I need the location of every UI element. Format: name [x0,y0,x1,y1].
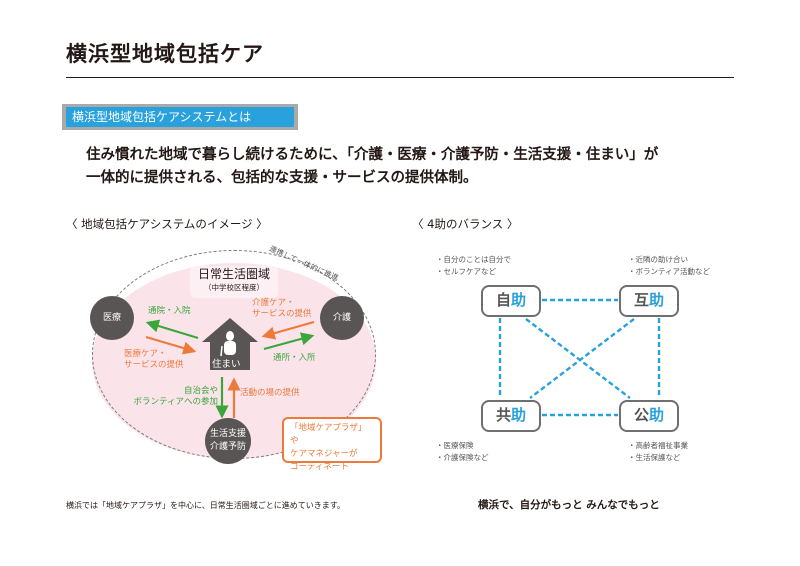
page-title: 横浜型地域包括ケア [66,42,264,66]
label-visit-hospital: 通院・入院 [148,306,191,316]
node-care: 介護 [320,296,364,340]
box-co-suffix: 助 [511,406,527,424]
label-commute: 通所・入所 [273,353,316,363]
note-self-1: ・自分のことは自分で [436,255,511,264]
intro-text: 住み慣れた地域で暮らし続けるために、「介護・医療・介護予防・生活支援・住まい」が… [86,144,658,190]
label-medical-care-2: サービスの提供 [124,360,184,370]
node-support-label-2: 介護予防 [209,442,246,452]
coordinator-box: 「地域ケアプラザ」や ケアマネジャーが コーディネート [282,417,382,472]
box-mutual-help: 互助 [619,285,679,317]
notes-self: ・自分のことは自分で ・セルフケアなど [436,254,511,278]
box-public-suffix: 助 [649,406,665,424]
left-section-title: 〈 地域包括ケアシステムのイメージ 〉 [66,217,268,231]
label-care-service-2: サービスの提供 [252,309,312,319]
note-co-1: ・医療保険 [436,441,474,450]
connector-self-public [525,318,631,399]
left-caption: 横浜では「地域ケアプラザ」を中心に、日常生活圏域ごとに進めていきます。 [66,501,345,510]
box-co-help: 共助 [481,400,541,432]
box-public-prefix: 公 [633,406,649,424]
box-self-prefix: 自 [495,291,511,309]
arrow-care-service [261,320,315,340]
arrow-commute [263,332,315,351]
notes-mutual: ・近隣の助け合い ・ボランティア活動など [628,254,710,278]
note-self-2: ・セルフケアなど [436,267,496,276]
intro-line-1: 住み慣れた地域で暮らし続けるために、「介護・医療・介護予防・生活支援・住まい」が [86,147,659,163]
coordinator-line-3: コーディネート [290,462,349,472]
node-medical: 医療 [90,296,134,340]
box-public-help: 公助 [619,400,679,432]
right-section-title: 〈 4助のバランス 〉 [412,217,519,231]
label-care-service: 介護ケア・ サービスの提供 [252,298,312,320]
area-label-box: 日常生活圏域 （中学校区程度） [190,266,278,298]
label-community: 自治会や ボランティアへの参加 [128,386,219,408]
label-care-service-1: 介護ケア・ [252,298,295,308]
note-mutual-1: ・近隣の助け合い [628,255,688,264]
note-public-1: ・高齢者福祉事業 [628,441,688,450]
notes-co: ・医療保険 ・介護保険など [436,440,489,464]
label-community-1: 自治会や [183,386,218,396]
node-support-label-1: 生活支援 [209,429,246,439]
box-co-prefix: 共 [495,406,511,424]
home-house-icon [202,318,258,370]
arrow-visit-hospital [145,319,199,340]
box-mutual-suffix: 助 [649,291,665,309]
node-care-label: 介護 [332,312,351,323]
area-title: 日常生活圏域 [197,267,270,281]
label-medical-care-1: 医療ケア・ [124,349,167,359]
right-caption: 横浜で、自分がもっと みんなでもっと [478,499,660,511]
section-badge: 横浜型地域包括ケアシステムとは [66,107,294,127]
title-divider [66,77,734,78]
note-mutual-2: ・ボランティア活動など [628,267,711,276]
label-medical-care: 医療ケア・ サービスの提供 [124,349,184,371]
notes-public: ・高齢者福祉事業 ・生活保護など [628,440,688,464]
arrow-medical-care [145,335,197,355]
box-mutual-prefix: 互 [633,291,649,309]
box-self-help: 自助 [481,285,541,317]
note-public-2: ・生活保護など [628,453,681,462]
coordinator-line-1: 「地域ケアプラザ」や [290,423,367,446]
node-medical-label: 医療 [102,312,121,323]
node-support: 生活支援介護予防 [205,418,251,464]
box-self-suffix: 助 [511,291,527,309]
intro-line-2: 一体的に提供される、包括的な支援・サービスの提供体制。 [86,170,478,186]
area-subtitle: （中学校区程度） [204,283,264,292]
connector-mutual-co [529,318,635,399]
coordinator-line-2: ケアマネジャーが [290,449,358,459]
note-co-2: ・介護保険など [436,453,489,462]
home-label: 住まい [212,359,241,370]
label-community-2: ボランティアへの参加 [133,397,219,407]
label-activity: 活動の場の提供 [240,388,300,398]
